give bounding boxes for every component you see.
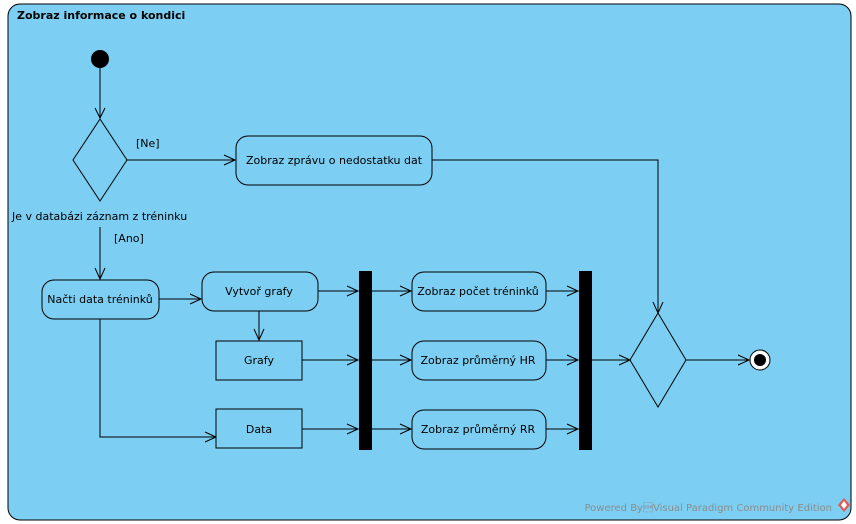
action-show-no-data-label: Zobraz zprávu o nedostatku dat [246, 154, 423, 167]
arrowhead [346, 285, 360, 297]
fork-bar-1 [359, 271, 372, 450]
guard-no-label: [Ne] [136, 137, 160, 150]
merge-node [629, 312, 687, 408]
action-show-avg-hr-label: Zobraz průměrný HR [421, 354, 536, 367]
decision-condition-label: Je v databázi záznam z tréninku [11, 210, 187, 223]
object-data [215, 408, 303, 449]
arrowhead [566, 423, 580, 435]
diagram-frame [7, 3, 852, 521]
object-data-label: Data [246, 423, 272, 436]
arrowhead [346, 423, 360, 435]
watermark-text: Powered ByVisual Paradigm Community Edi… [585, 502, 833, 514]
action-show-avg-rr-label: Zobraz průměrný RR [421, 423, 536, 436]
join-bar [579, 271, 592, 450]
arrowhead [346, 354, 360, 366]
arrowhead [94, 267, 106, 281]
initial-node [91, 50, 109, 68]
arrowhead [223, 154, 237, 166]
action-load-data-label: Načti data tréninků [47, 293, 153, 306]
guard-yes-label: [Ano] [114, 232, 144, 245]
arrowhead [566, 285, 580, 297]
arrowhead [253, 328, 265, 342]
arrowhead [399, 354, 413, 366]
action-show-count-label: Zobraz počet tréninků [417, 285, 538, 298]
action-create-charts-label: Vytvoř grafy [225, 285, 293, 298]
arrowhead [399, 423, 413, 435]
object-charts-label: Grafy [244, 354, 274, 367]
arrowhead [189, 293, 203, 305]
edge-no-data-to-merge [432, 159, 659, 313]
arrowhead [399, 285, 413, 297]
arrowhead [94, 107, 106, 120]
visual-paradigm-logo-icon [838, 498, 850, 512]
decision-node [72, 118, 128, 202]
diagram-title: Zobraz informace o kondici [17, 9, 185, 22]
final-node-dot [754, 354, 766, 366]
arrowhead [737, 354, 751, 366]
arrowhead [566, 354, 580, 366]
object-charts [215, 340, 303, 381]
edge-load-to-data [99, 319, 216, 438]
